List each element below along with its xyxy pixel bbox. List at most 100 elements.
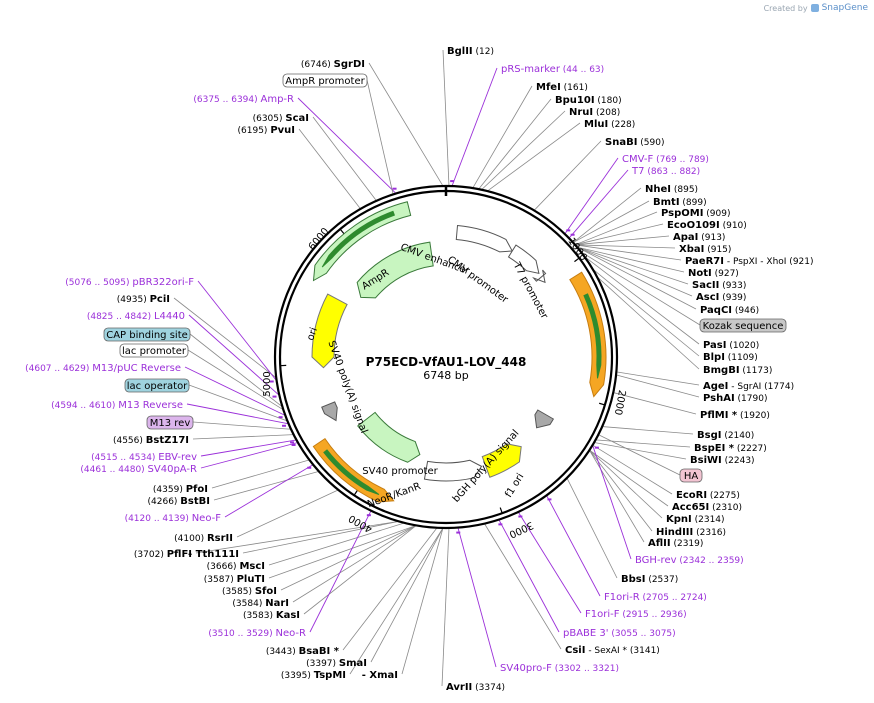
feature-f1ori-f: F1ori-F (2915 .. 2936) [585,609,687,620]
feature-leader-line [592,444,632,560]
site-leader-line [589,449,663,519]
tick-label: 3000 [507,519,535,540]
site-bsgi: BsgI (2140) [697,430,754,441]
feature-range: (769 .. 789) [653,155,709,165]
site-bsabi: (3443) BsaBI * [266,646,340,657]
site-name: MfeI [536,82,561,93]
site-name: AgeI [703,381,728,392]
site-pflmi: PflMI * (1920) [700,410,770,421]
site-leader-line [481,110,566,191]
site-leader-line [589,449,645,543]
box-leader-line [192,421,292,430]
site-position: (3395) [281,671,314,681]
site-name: KpnI [666,514,692,525]
site-position: (1173) [740,366,773,376]
site-name: AflII [648,538,671,549]
feature-range: (3510 .. 3529) [208,629,275,639]
feature-name: M13 Reverse [118,400,183,411]
site-leader-line [195,520,399,554]
site-leader-line [487,122,581,192]
site-sgrdi: (6746) SgrDI [301,59,365,70]
tick-mark [353,489,358,496]
feature-name: Amp-R [261,94,295,105]
site-name: KasI [276,610,300,621]
site-leader-line [484,523,562,650]
site-name: SnaBI [605,137,637,148]
site-position: (3374) [472,683,505,693]
site-leader-line [594,442,687,460]
site-leader-line [173,297,277,379]
tick-mark [339,228,345,235]
ha-box [679,468,703,483]
feature-leader-line [564,157,619,235]
site-bglii: BglII (12) [447,46,494,57]
site-rsrii: (4100) RsrII [174,533,233,544]
site-position: (161) [561,83,588,93]
site-leader-line [613,392,697,415]
site-name: TspMI [314,670,346,681]
site-position: (3585) [222,587,255,597]
site-name: EcoO109I [667,220,720,231]
site-name: BmtI [653,197,680,208]
feature-sv40pro-f: SV40pro-F (3302 .. 3321) [500,663,619,674]
feature-leader-line [546,495,601,597]
site-name: PfoI [186,484,208,495]
site-leader-line [602,426,694,435]
site-name: PshAI [703,393,735,404]
f1-ori-arrow [481,443,522,478]
site-name: BsgI [697,430,721,441]
feature-bgh-rev: BGH-rev (2342 .. 2359) [635,555,744,566]
feature-range: (4594 .. 4610) [51,401,118,411]
site-position: (1920) [737,411,770,421]
site-leader-line [268,525,417,579]
box-leader-line [189,333,283,408]
site-tspmi: (3395) TspMI [281,670,346,681]
site-position: (946) [732,306,759,316]
m13-rev-label: M13 rev [150,418,191,429]
site-position: (6195) [238,126,271,136]
feature-m13-reverse: (4594 .. 4610) M13 Reverse [51,400,183,411]
site-name: ScaI [285,113,309,124]
feature-leader-line [224,464,314,518]
site-position: (2537) [645,575,678,585]
feature-name: F1ori-F [585,609,620,620]
site-position: (3584) [232,599,265,609]
feature-leader-line [517,511,582,614]
feature-name: T7 [631,166,644,177]
lac-promoter-box [119,343,189,358]
inner-label-f1-ori: f1 ori [503,472,526,500]
site-leader-line [442,49,450,187]
site-pluti: (3587) PluTI [204,574,265,585]
site-name: Acc65I [672,502,709,513]
feature-name: Neo-F [192,513,222,524]
site-position: (4100) [174,534,207,544]
box-leader-line [188,384,288,422]
site-position: (12) [473,47,494,57]
site-position: (3443) [266,647,299,657]
feature-range: (863 .. 882) [644,167,700,177]
site-name: Bpu10I [555,95,595,106]
site-ecori: EcoRI (2275) [676,490,740,501]
site-name: - Tth111I [188,549,239,560]
site-name: AscI [696,292,719,303]
site-paer7i: PaeR7I - PspXI - XhoI (921) [685,256,814,267]
feature-range: (4515 .. 4534) [91,453,158,463]
site-ecoo109i: EcoO109I (910) [667,220,747,231]
site-leader-line [574,223,664,246]
site-noti: NotI (927) [688,268,739,279]
snapgene-credit: Created by SnapGene [764,3,868,13]
site-position: (927) [712,269,739,279]
site-leader-line [576,246,689,285]
site-sfoi: (3585) SfoI [222,586,277,597]
site-leader-line [211,459,310,489]
ampr-promoter-box [282,73,368,88]
site-leader-line [576,246,685,273]
site-name: PaqCI [700,305,732,316]
ampr-promoter-label: AmpR promoter [285,76,365,87]
site-pasi: PasI (1020) [703,340,759,351]
site-aflii: AflII (2319) [648,538,703,549]
feature-amp-r: (6375 .. 6394) Amp-R [193,94,294,105]
site-leader-line [213,471,320,501]
cmv-promoter-arrow [507,244,540,275]
feature-range: (44 .. 63) [560,65,604,75]
